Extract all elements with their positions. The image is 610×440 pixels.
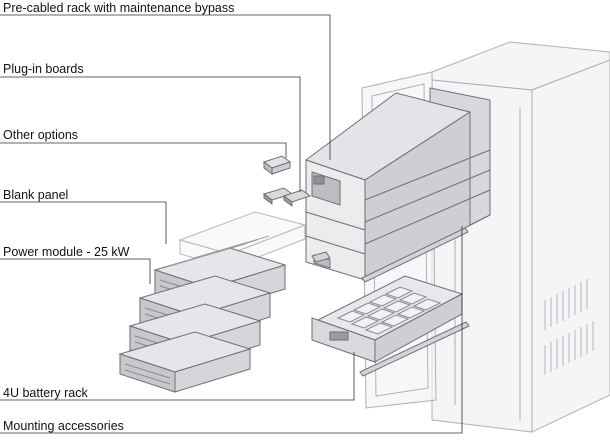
power-module-stack — [118, 235, 287, 393]
callout-power-label: Power module - 25 kW — [3, 245, 130, 259]
leader-lines — [0, 14, 463, 434]
callout-battery-label: 4U battery rack — [3, 386, 88, 400]
plug-in-boards — [262, 187, 312, 207]
callout-boards-label: Plug-in boards — [3, 62, 84, 76]
other-options-board — [262, 155, 292, 175]
callout-options-label: Other options — [3, 128, 79, 142]
callout-blank-label: Blank panel — [3, 188, 69, 202]
callout-mounting-label: Mounting accessories — [3, 419, 124, 433]
callout-rack-label: Pre-cabled rack with maintenance bypass — [3, 1, 235, 15]
pre-cabled-rack-chassis — [304, 87, 491, 281]
mounting-rails — [311, 227, 470, 377]
